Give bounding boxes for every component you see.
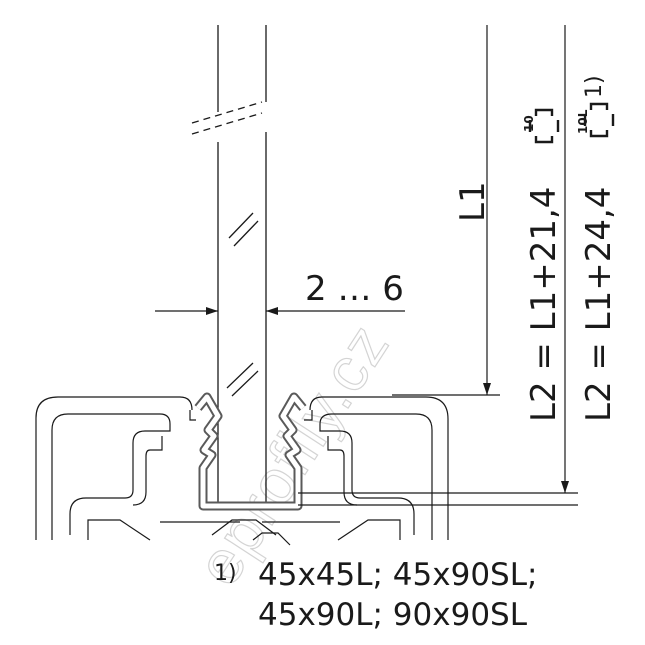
footnote-marker: 1)	[214, 561, 237, 586]
footnote-line-2: 45x90L; 90x90SL	[258, 597, 527, 633]
footnote-line-1: 45x45L; 45x90SL;	[258, 557, 538, 593]
l1-dimension	[392, 25, 500, 396]
footnote-ref: 1)	[582, 75, 607, 98]
l1-label: L1	[453, 181, 493, 222]
l2-dimension	[298, 25, 578, 506]
l2-formula-b: L2 = L1+24,4	[579, 187, 619, 422]
gap-label: 2 … 6	[305, 269, 404, 309]
u-seal	[194, 392, 307, 511]
symbol-b-label: 10L	[576, 109, 590, 134]
symbol-a-label: 10	[522, 115, 536, 132]
profile-symbol-10	[528, 108, 560, 144]
aluminium-profile	[35, 396, 449, 546]
l2-formula-a: L2 = L1+21,4	[524, 187, 564, 422]
profile-symbol-10l	[583, 102, 615, 138]
glass-panel	[191, 25, 267, 505]
